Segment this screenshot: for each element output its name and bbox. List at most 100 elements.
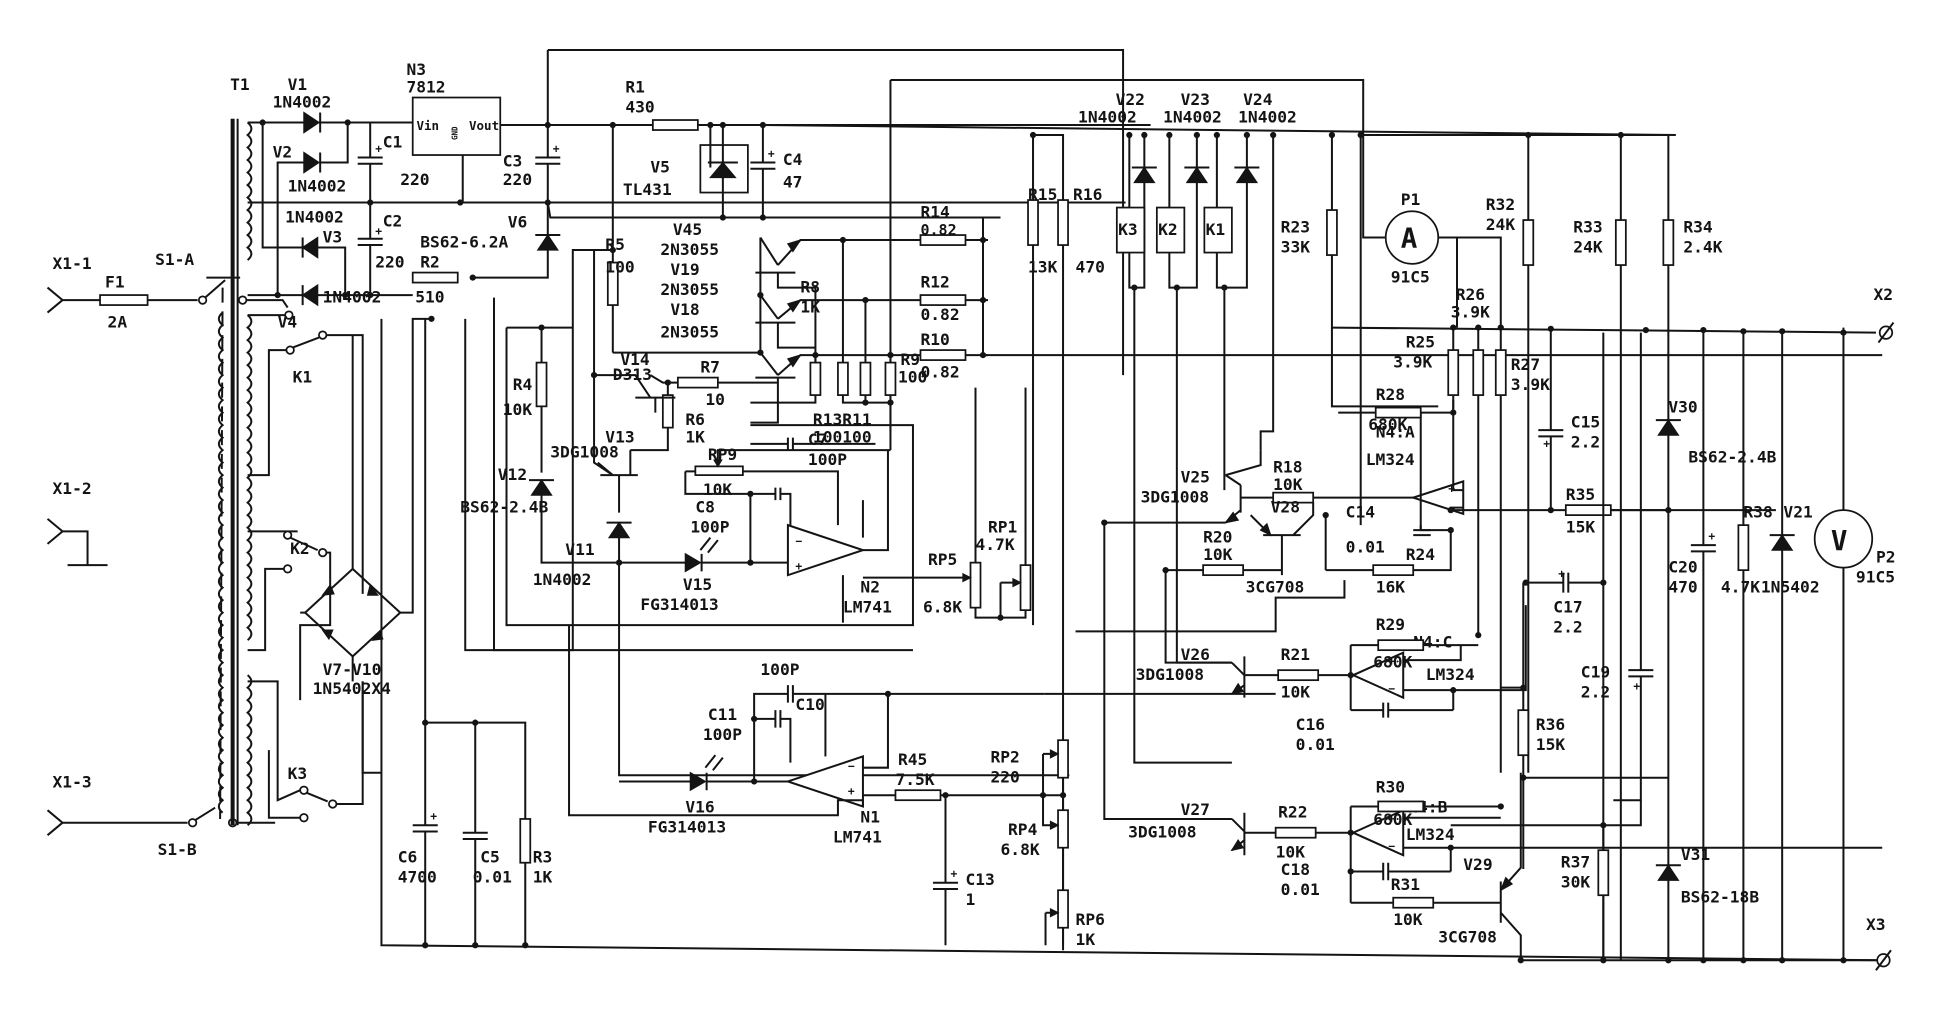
svg-text:+: + — [768, 148, 775, 161]
input-section: X1-1 F1 2A S1-A X1-2 X1-3 S1-B — [46, 250, 289, 859]
cap-c2-value: 220 — [375, 253, 404, 272]
transistor-v26-part: 3DG1008 — [1136, 665, 1204, 684]
cap-c8-ref: C8 — [695, 498, 715, 517]
resistor-r6 — [661, 394, 674, 429]
resistor-r34 — [1662, 219, 1675, 266]
switch-s1b-label: S1-B — [158, 840, 197, 859]
zener-v31 — [1657, 864, 1680, 881]
resistor-r31 — [1392, 896, 1435, 909]
resistor-r33-value: 24K — [1573, 238, 1603, 257]
transistor-v45-part: 2N3055 — [660, 240, 719, 259]
tl431-ref: V5 — [650, 158, 670, 177]
resistor-r4 — [535, 361, 548, 408]
cap-c6-ref: C6 — [398, 848, 418, 867]
voltmeter-part: 91C5 — [1856, 568, 1895, 587]
cap-c1-ref: C1 — [383, 133, 403, 152]
potentiometer-rp9[interactable] — [694, 465, 744, 476]
regulator-part: 7812 — [406, 78, 445, 97]
resistor-r7 — [676, 376, 719, 389]
diode-v3-part: 1N4002 — [285, 208, 344, 227]
potentiometer-rp2[interactable] — [1057, 739, 1069, 779]
svg-text:+: + — [553, 143, 560, 156]
potentiometer-rp4[interactable] — [1057, 809, 1069, 849]
resistor-r23 — [1326, 209, 1338, 256]
resistor-r8-ref: R8 — [800, 278, 820, 297]
regulator-ref: N3 — [406, 60, 426, 79]
zener-v6-ref: V6 — [508, 213, 528, 232]
cap-c10-ref: C10 — [795, 695, 824, 714]
resistor-r9 — [884, 361, 897, 396]
diode-v2-part: 1N4002 — [288, 176, 347, 195]
transistor-v14-part: D313 — [613, 365, 652, 384]
svg-text:+: + — [950, 868, 957, 881]
resistor-r27-ref: R27 — [1511, 355, 1540, 374]
secondary-winding-low — [246, 674, 253, 826]
resistor-r32-ref: R32 — [1486, 195, 1515, 214]
resistor-r29 — [1377, 639, 1425, 652]
resistor-r12-ref: R12 — [920, 273, 949, 292]
opamp-n1-ref: N1 — [860, 808, 880, 827]
zener-v30-ref: V30 — [1668, 398, 1697, 417]
resistor-r45-value: 7.5K — [895, 770, 934, 789]
resistor-r45 — [894, 789, 942, 802]
transistor-v13-ref: V13 — [605, 428, 634, 447]
diode-v4-part: 1N4002 — [323, 288, 382, 307]
resistor-r13-r11-ref: R13R11 — [813, 410, 872, 429]
resistor-r34-value: 2.4K — [1683, 238, 1722, 257]
svg-text:+: + — [375, 225, 382, 238]
resistor-r7-value: 10 — [705, 390, 725, 409]
resistor-r29-ref: R29 — [1376, 615, 1405, 634]
potentiometer-rp5[interactable] — [969, 561, 982, 609]
resistor-r31-value: 10K — [1393, 910, 1423, 929]
potentiometer-rp2-ref: RP2 — [991, 748, 1020, 767]
secondary-winding-main — [246, 314, 253, 641]
resistor-r9-value: 100 — [898, 368, 927, 387]
cap-c15-value: 2.2 — [1571, 433, 1600, 452]
relay-coil-k1 — [1203, 206, 1233, 254]
pass-transistor-stage: R5 100 V45 2N3055 V19 2N3055 V18 2N3055 … — [460, 125, 1883, 777]
resistor-r10-ref: R10 — [920, 330, 949, 349]
switch-s1a-blade — [204, 279, 226, 299]
svg-text:+: + — [1558, 568, 1565, 581]
resistor-r23-ref: R23 — [1281, 218, 1310, 237]
transistor-v28-ref: V28 — [1271, 498, 1300, 517]
transistor-v19-ref: V19 — [670, 260, 699, 279]
resistor-r18-value: 10K — [1273, 475, 1303, 494]
diode-v11 — [607, 521, 631, 539]
resistor-r13-r11-value: 100100 — [813, 428, 872, 447]
cap-c13-value: 1 — [965, 890, 975, 909]
resistor-r26-ref: R26 — [1456, 285, 1485, 304]
diode-v4 — [301, 283, 319, 307]
resistor-r32-value: 24K — [1486, 215, 1516, 234]
cap-c20-ref: C20 — [1668, 558, 1697, 577]
cap-c5-value: 0.01 — [473, 868, 512, 887]
cap-c19-value: 2.2 — [1581, 683, 1610, 702]
svg-text:−: − — [795, 535, 802, 548]
potentiometer-rp6[interactable] — [1057, 889, 1069, 929]
zener-v12 — [530, 478, 553, 496]
pin-vout: Vout — [469, 118, 499, 133]
cap-c7-ref: C7 — [808, 430, 828, 449]
ammeter-circle — [1384, 210, 1440, 265]
diode-v3-ref: V3 — [323, 228, 343, 247]
zener-v31-part: BS62-18B — [1681, 888, 1759, 907]
resistor-r10-value: 0.82 — [920, 363, 959, 382]
potentiometer-rp9-value: 10K — [703, 480, 733, 499]
potentiometer-rp1[interactable] — [1019, 564, 1032, 612]
resistor-r1-value: 430 — [625, 98, 654, 117]
potentiometer-rp5-value: 6.8K — [923, 598, 962, 617]
resistor-r31-ref: R31 — [1391, 875, 1420, 894]
resistor-r35-value: 15K — [1566, 518, 1596, 537]
transistor-v26-ref: V26 — [1181, 645, 1210, 664]
led-v15-part: FG314013 — [640, 595, 718, 614]
pin-vin: Vin — [416, 118, 439, 133]
transistor-v29-part: 3CG708 — [1438, 928, 1497, 947]
transistor-v25-part: 3DG1008 — [1141, 488, 1209, 507]
cap-c14-ref: C14 — [1346, 503, 1376, 522]
tap-switch-k2[interactable] — [283, 530, 293, 540]
opamp-n4b — [1350, 808, 1405, 857]
transistor-v19-part: 2N3055 — [660, 280, 719, 299]
fuse-f1 — [99, 294, 149, 306]
resistor-r16-value: 470 — [1076, 258, 1105, 277]
